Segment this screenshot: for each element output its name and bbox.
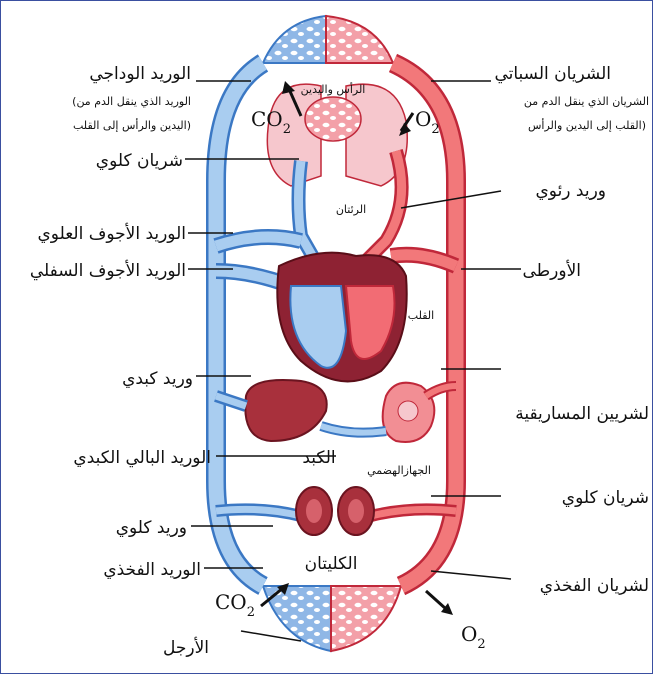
label-legs: الأرجل	[163, 637, 209, 658]
label-aorta: الأورطى	[522, 260, 581, 281]
label-lungs: الرئتان	[336, 203, 366, 216]
label-pulmonary-artery: شريان كلوي	[96, 151, 183, 171]
label-hepatic-vein: وريد كبدي	[122, 369, 193, 389]
o2-legs-label: O2	[461, 622, 486, 652]
label-mesenteric-arteries: لشريين المساريقية	[515, 404, 649, 424]
label-kidneys: الكليتان	[305, 554, 358, 574]
label-carotid-note-2: القلب إلى اليدين والرأس)	[528, 118, 646, 132]
label-jugular-note-1: (الوريد الذي ينقل الدم من	[72, 95, 191, 108]
label-jugular-note-2: اليدين والرأس إلى القلب)	[73, 118, 191, 132]
label-renal-artery: شريان كلوي	[562, 488, 649, 508]
label-renal-vein: وريد كلوي	[116, 518, 187, 538]
label-pulmonary-vein: وريد رئوي	[535, 181, 606, 201]
label-superior-vena-cava: الوريد الأجوف العلوي	[37, 223, 186, 244]
label-hepatic-portal-vein: الوريد البالي الكبدي	[73, 448, 211, 468]
liver	[245, 380, 326, 441]
label-jugular-vein: الوريد الوداجي	[89, 64, 191, 84]
label-carotid-note-1: الشريان الذي ينقل الدم من	[524, 95, 649, 108]
label-heart: القلب	[408, 309, 434, 322]
label-inferior-vena-cava: الوريد الأجوف السفلي	[30, 260, 186, 281]
head-capillary-bed	[263, 16, 393, 63]
co2-legs-label: CO2	[215, 590, 255, 620]
label-digestive-system: الجهازالهضمي	[367, 464, 431, 477]
label-head-arms: الرأس واليدين	[301, 82, 366, 96]
label-femoral-artery: لشريان الفخذي	[540, 576, 649, 596]
label-femoral-vein: الوريد الفخذي	[103, 560, 201, 580]
heart	[277, 253, 406, 382]
legs-capillary-bed	[263, 586, 401, 651]
label-carotid-artery: الشريان السباتي	[494, 64, 611, 84]
kidneys	[216, 487, 456, 535]
label-liver: الكبد	[302, 448, 335, 468]
